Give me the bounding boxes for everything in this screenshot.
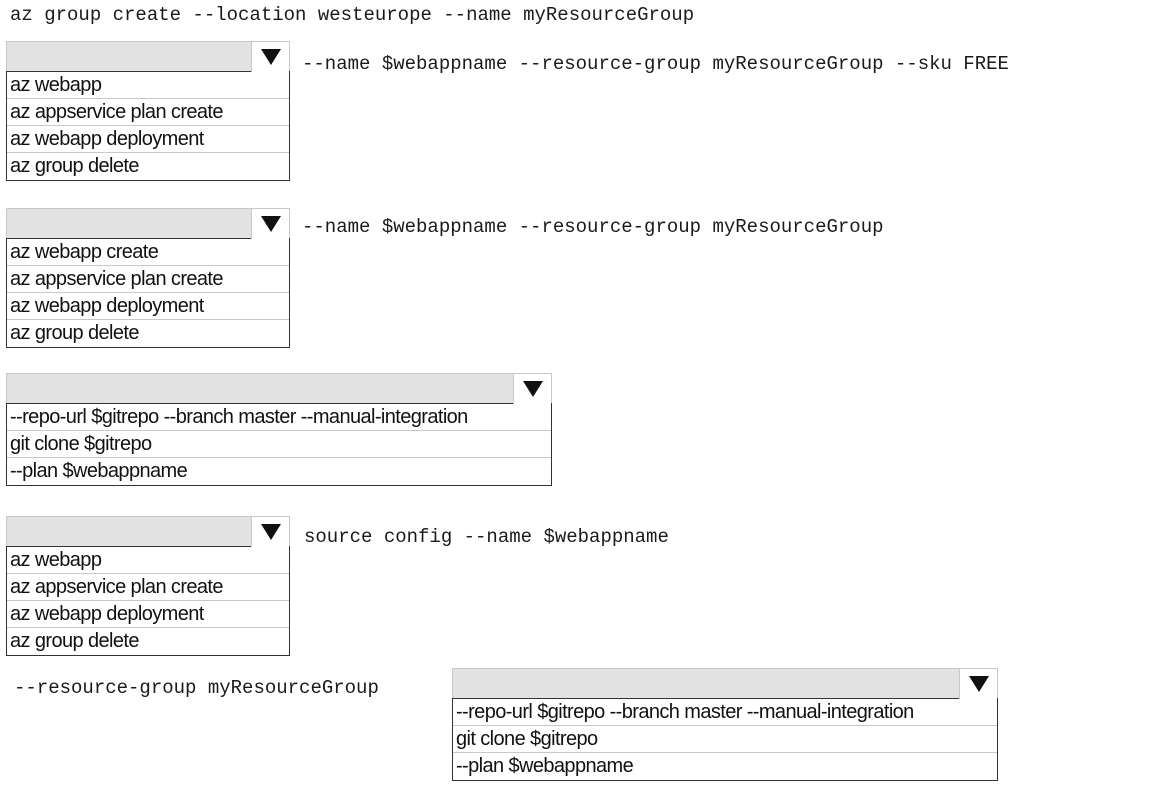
- dropdown-5-selector[interactable]: [452, 668, 998, 699]
- dropdown-4-option[interactable]: az group delete: [10, 630, 139, 652]
- dropdown-4[interactable]: az webapp az appservice plan create az w…: [6, 516, 290, 656]
- dropdown-2[interactable]: az webapp create az appservice plan crea…: [6, 208, 290, 348]
- dropdown-2-list: az webapp create az appservice plan crea…: [6, 238, 290, 348]
- dropdown-1-option[interactable]: az webapp deployment: [7, 126, 289, 153]
- dropdown-3[interactable]: --repo-url $gitrepo --branch master --ma…: [6, 373, 552, 486]
- dropdown-2-option[interactable]: az appservice plan create: [7, 266, 289, 293]
- dropdown-1-selector[interactable]: [6, 41, 290, 72]
- dropdown-5-option[interactable]: --plan $webappname: [456, 755, 634, 777]
- command-prefix-5: --resource-group myResourceGroup: [14, 677, 379, 699]
- dropdown-1-option[interactable]: az appservice plan create: [7, 99, 289, 126]
- dropdown-2-selector[interactable]: [6, 208, 290, 239]
- dropdown-4-selector[interactable]: [6, 516, 290, 547]
- triangle-down-icon: [260, 524, 281, 540]
- dropdown-4-option[interactable]: az webapp: [7, 547, 289, 574]
- dropdown-1-option[interactable]: az webapp: [7, 72, 289, 99]
- triangle-down-icon: [260, 49, 281, 65]
- dropdown-2-option[interactable]: az group delete: [10, 322, 139, 344]
- dropdown-4-arrow[interactable]: [251, 517, 289, 547]
- dropdown-5-arrow[interactable]: [959, 669, 997, 699]
- triangle-down-icon: [968, 676, 989, 692]
- dropdown-4-list: az webapp az appservice plan create az w…: [6, 546, 290, 656]
- dropdown-3-arrow[interactable]: [513, 374, 551, 404]
- command-suffix-4: source config --name $webappname: [304, 526, 669, 548]
- command-suffix-1: --name $webappname --resource-group myRe…: [302, 53, 1009, 75]
- triangle-down-icon: [522, 381, 543, 397]
- dropdown-3-selector[interactable]: [6, 373, 552, 404]
- dropdown-1-option[interactable]: az group delete: [10, 155, 139, 177]
- dropdown-3-option[interactable]: --repo-url $gitrepo --branch master --ma…: [7, 404, 551, 431]
- command-line-1: az group create --location westeurope --…: [10, 4, 695, 26]
- dropdown-1-list: az webapp az appservice plan create az w…: [6, 71, 290, 181]
- dropdown-1[interactable]: az webapp az appservice plan create az w…: [6, 41, 290, 181]
- dropdown-2-arrow[interactable]: [251, 209, 289, 239]
- command-suffix-2: --name $webappname --resource-group myRe…: [302, 216, 884, 238]
- dropdown-3-option[interactable]: --plan $webappname: [10, 460, 188, 482]
- dropdown-5[interactable]: --repo-url $gitrepo --branch master --ma…: [452, 668, 998, 781]
- dropdown-3-option[interactable]: git clone $gitrepo: [7, 431, 551, 458]
- triangle-down-icon: [260, 216, 281, 232]
- dropdown-5-option[interactable]: --repo-url $gitrepo --branch master --ma…: [453, 699, 997, 726]
- dropdown-2-option[interactable]: az webapp create: [7, 239, 289, 266]
- dropdown-5-list: --repo-url $gitrepo --branch master --ma…: [452, 698, 998, 781]
- dropdown-4-option[interactable]: az appservice plan create: [7, 574, 289, 601]
- dropdown-5-option[interactable]: git clone $gitrepo: [453, 726, 997, 753]
- dropdown-3-list: --repo-url $gitrepo --branch master --ma…: [6, 403, 552, 486]
- dropdown-4-option[interactable]: az webapp deployment: [7, 601, 289, 628]
- dropdown-1-arrow[interactable]: [251, 42, 289, 72]
- dropdown-2-option[interactable]: az webapp deployment: [7, 293, 289, 320]
